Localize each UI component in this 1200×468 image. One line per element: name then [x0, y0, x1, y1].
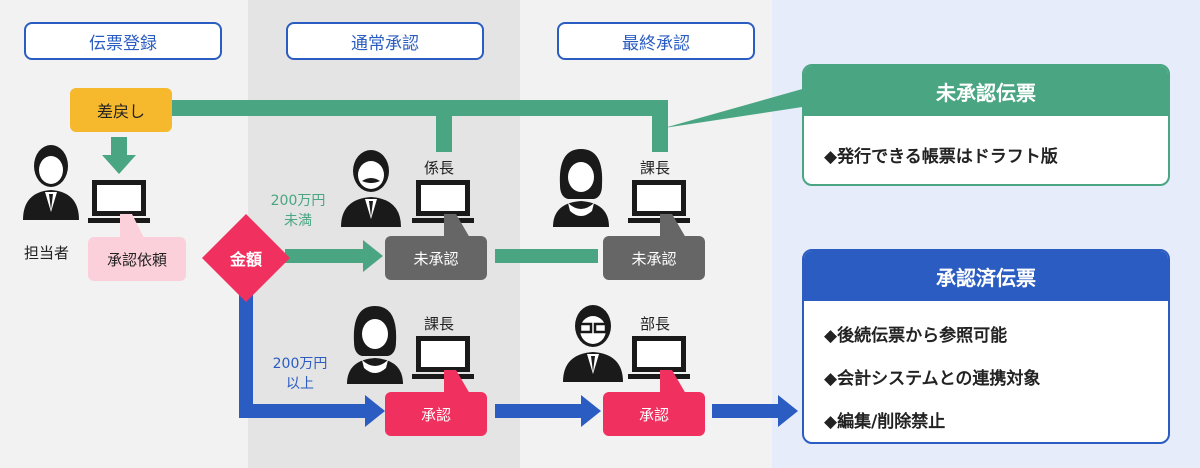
- condition-under: 200万円 未満: [258, 191, 338, 231]
- actor-label: 担当者: [24, 244, 70, 262]
- unapproved-voucher-panel: 未承認伝票 ◆発行できる帳票はドラフト版: [802, 64, 1170, 186]
- condition-under-line1: 200万円: [270, 193, 326, 209]
- unapproved-panel-title: 未承認伝票: [804, 66, 1168, 116]
- approved-box-2: 承認: [603, 392, 705, 436]
- unapproved-box-2: 未承認: [603, 236, 705, 280]
- lane-header-normal-approval: 通常承認: [286, 22, 484, 60]
- laptop-icon: [412, 180, 474, 223]
- glasses-person-icon: [563, 305, 623, 382]
- role-kachou-upper: 課長: [640, 159, 671, 177]
- female-person-icon: [553, 149, 609, 227]
- laptop-icon: [628, 180, 690, 223]
- speech-pointer: [660, 214, 686, 238]
- male-person-icon: [23, 145, 79, 220]
- female-person-icon: [347, 306, 403, 384]
- condition-over-line1: 200万円: [272, 356, 328, 372]
- role-kachou-lower: 課長: [424, 315, 455, 333]
- approved-panel-item: ◆編集/削除禁止: [824, 412, 946, 432]
- unapproved-box-1: 未承認: [385, 236, 487, 280]
- lane-header-final-approval: 最終承認: [557, 22, 755, 60]
- amount-label: 金額: [229, 250, 262, 269]
- return-box: 差戻し: [70, 88, 172, 132]
- condition-over-line2: 以上: [286, 376, 314, 392]
- role-kakarichou: 係長: [424, 159, 455, 177]
- laptop-icon: [88, 180, 150, 223]
- over-flow-arrows: [239, 278, 798, 427]
- lane-bg-normal-approval: [248, 0, 520, 468]
- condition-under-line2: 未満: [284, 213, 312, 229]
- laptop-icon: [412, 336, 474, 379]
- approved-panel-item: ◆会計システムとの連携対象: [824, 369, 1041, 389]
- speech-pointer: [444, 214, 470, 238]
- mustache-person-icon: [341, 150, 401, 227]
- approved-voucher-panel: 承認済伝票 ◆後続伝票から参照可能 ◆会計システムとの連携対象 ◆編集/削除禁止: [802, 249, 1170, 444]
- speech-pointer: [120, 214, 144, 238]
- laptop-icon: [628, 336, 690, 379]
- lane-header-registration: 伝票登録: [24, 22, 222, 60]
- approved-box-1: 承認: [385, 392, 487, 436]
- role-buchou: 部長: [640, 315, 671, 333]
- request-box: 承認依頼: [88, 237, 186, 281]
- unapproved-panel-item: ◆発行できる帳票はドラフト版: [824, 147, 1058, 167]
- return-path: [102, 100, 668, 174]
- approved-panel-item: ◆後続伝票から参照可能: [824, 326, 1008, 346]
- lane-bg-final-approval: [520, 0, 772, 468]
- speech-pointer: [444, 370, 470, 394]
- approved-panel-title: 承認済伝票: [804, 251, 1168, 301]
- under-flow-arrows: [285, 240, 598, 272]
- speech-pointer: [660, 370, 686, 394]
- condition-over: 200万円 以上: [260, 354, 340, 394]
- amount-decision-diamond: [202, 214, 290, 302]
- unapproved-callout-pointer: [664, 84, 822, 128]
